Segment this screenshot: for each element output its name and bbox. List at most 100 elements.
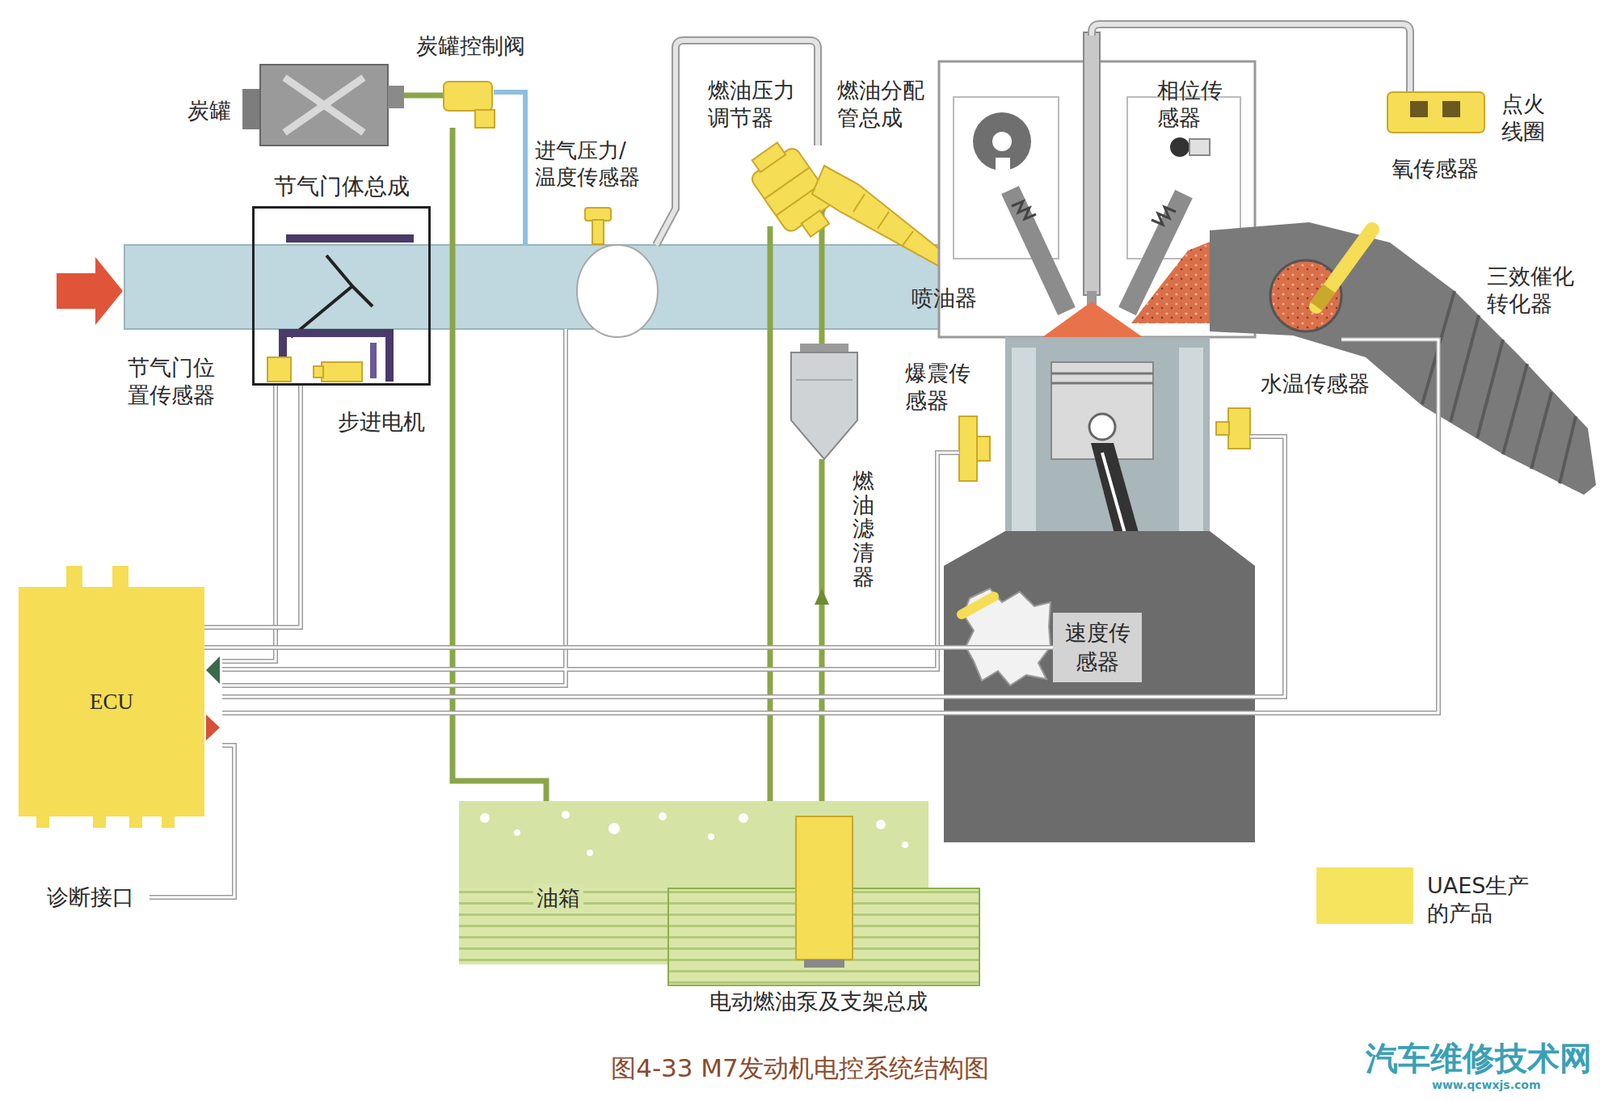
intake-arrow: [56, 256, 123, 325]
label-anchor: 炭罐控制阀: [416, 32, 526, 60]
ignition-coil: [1410, 101, 1428, 118]
green-hose: [404, 92, 444, 99]
label-anchor: 炭罐: [187, 96, 232, 125]
oxygen-sensor: [1316, 288, 1330, 307]
ignition-wire: [1091, 24, 1411, 93]
watermark: www.qcwxjs.com: [1431, 1077, 1541, 1093]
part-label: 喷油器: [911, 284, 977, 312]
tank-band: 油箱: [458, 800, 929, 965]
part-label: 炭罐控制阀: [416, 32, 526, 60]
label-anchor: UAES生产 的产品: [1427, 871, 1541, 927]
part-label: 氧传感器: [1391, 155, 1479, 183]
part-label: 进气压力/ 温度传感器: [534, 137, 653, 190]
cylinder-block: [1051, 382, 1154, 385]
wire-bundle: [222, 452, 960, 670]
wire-bundle: [222, 383, 276, 662]
canister-valve: [443, 81, 493, 111]
exhaust-converter: [1422, 290, 1576, 484]
carbon-canister: [242, 64, 405, 146]
carbon-canister: [387, 85, 405, 109]
phase-sensor: [1170, 137, 1210, 157]
label-anchor: 氧传感器: [1391, 155, 1479, 183]
fuel-tank: [586, 849, 594, 856]
label-anchor: 步进电机: [337, 408, 426, 436]
wire-bundle: [222, 436, 1285, 697]
carbon-canister: [284, 77, 364, 133]
part-label: 点火 线圈: [1501, 90, 1558, 146]
fuel-tank: [480, 812, 490, 823]
fuel-pump: [804, 959, 845, 968]
wire-connector: [204, 646, 1053, 649]
wire-casing: [204, 644, 1053, 650]
green-hose: [821, 187, 833, 348]
legend-text: UAES生产 的产品: [1427, 871, 1541, 927]
wire-bundle: [149, 328, 1439, 897]
exhaust-converter: [1209, 222, 1596, 495]
throttle-parts: [370, 342, 377, 379]
pressure-sensor: [585, 207, 611, 221]
vacuum-line: [493, 92, 526, 245]
assembly-box: 节气门体总成: [252, 206, 431, 386]
assembly-heading: 节气门体总成: [222, 171, 461, 203]
label-anchor: 图4-33 M7发动机电控系统结构图: [0, 1052, 1600, 1084]
cylinder-head: [995, 157, 1011, 176]
part-label: 水温传感器: [1260, 370, 1370, 398]
part-label: 步进电机: [337, 408, 426, 436]
ecu-tabs: [36, 814, 50, 828]
canister-valve: [475, 109, 495, 128]
injector: [901, 231, 914, 247]
ecu-tabs: [129, 814, 143, 828]
cylinder-block: [1089, 413, 1116, 440]
fuel-tank: [875, 819, 886, 830]
fuel-tank: [458, 800, 980, 986]
figure-caption: 图4-33 M7发动机电控系统结构图: [610, 1052, 990, 1084]
fuel-tank: [561, 810, 570, 819]
injector: [853, 193, 865, 212]
pressure-sensor: [592, 219, 604, 245]
part-label: 三效催化 转化器: [1486, 262, 1588, 318]
fuel-regulator: [764, 167, 810, 199]
throttle-parts: [321, 362, 363, 382]
cylinder-head: [992, 131, 1012, 152]
throttle-parts: [286, 234, 414, 243]
wire-bundle: [222, 328, 566, 686]
green-hose: [819, 458, 826, 818]
fuel-pump: [795, 816, 853, 960]
trigger-wheel: [961, 596, 994, 615]
legend-swatch: [1316, 867, 1414, 924]
part-label: 燃油分配 管总成: [837, 76, 936, 132]
cylinder-head: [1042, 301, 1143, 337]
part-label: 节气门位 置传感器: [127, 353, 228, 409]
fuel-tank: [901, 841, 909, 848]
knock-sensor: [959, 416, 977, 481]
signal-triangles: [206, 714, 220, 741]
wire-bundle: [222, 383, 276, 662]
ignition-coil: [1387, 92, 1485, 133]
crankcase: [943, 530, 1255, 843]
flow-arrow: [814, 588, 830, 605]
pressure-sensor: [585, 207, 611, 245]
cylinder-head: [1083, 32, 1100, 295]
plenum: [576, 244, 658, 337]
fuel-regulator: [801, 210, 830, 236]
green-hose: [404, 95, 833, 897]
fuel-tank: [707, 833, 715, 840]
water-temp-sensor: [1216, 421, 1230, 435]
part-label: 燃油压力 调节器: [707, 76, 809, 132]
cylinder-head: [953, 96, 1059, 259]
ignition-wire: [1091, 24, 1411, 93]
vertical-label: 燃油滤清器: [852, 468, 875, 589]
part-label: 爆震传 感器: [905, 359, 984, 415]
sensor-box: 速度传 感器: [1052, 612, 1142, 683]
part-label: 炭罐: [187, 96, 232, 125]
carbon-canister: [260, 64, 388, 146]
label-anchor: 诊断接口: [46, 883, 135, 911]
cylinder-head: [938, 32, 1255, 337]
signal-triangles: [206, 656, 220, 684]
ecu-tabs: [66, 565, 83, 589]
label-anchor: 喷油器: [911, 284, 977, 312]
ecu-tabs: [112, 565, 129, 589]
cylinder-head: [1011, 201, 1036, 219]
